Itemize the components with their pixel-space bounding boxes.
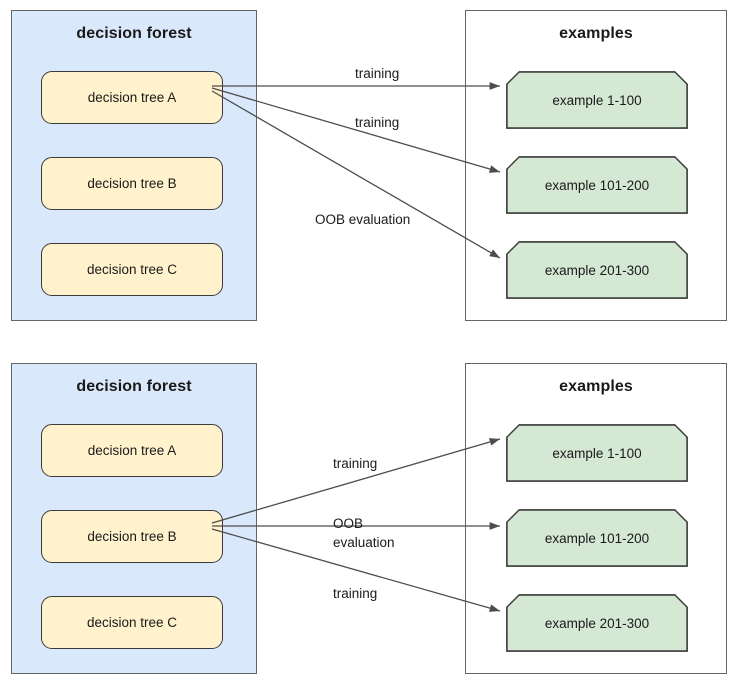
decision-tree-node-b[interactable]: decision tree B	[41, 510, 223, 563]
edge-label-training-1: training	[333, 456, 378, 471]
decision-tree-node-a-label: decision tree A	[87, 443, 177, 458]
edge-label-oob-evaluation: OOB evaluation	[315, 212, 411, 227]
decision-tree-node-a[interactable]: decision tree A	[41, 424, 223, 477]
edge-label-training-2: training	[355, 115, 400, 130]
decision-tree-node-a[interactable]: decision tree A	[41, 71, 223, 124]
examples-panel: examples example 1-100 example 101-200 e…	[465, 10, 727, 321]
edge-label-training-2: training	[333, 586, 378, 601]
arrow-training-to-201-300	[211, 528, 501, 612]
edge-label-oob: OOB	[333, 516, 364, 531]
decision-tree-node-c[interactable]: decision tree C	[41, 243, 223, 296]
arrow-oob-to-201-300	[211, 90, 501, 259]
decision-tree-node-c[interactable]: decision tree C	[41, 596, 223, 649]
diagram-top: decision forest decision tree A decision…	[0, 0, 737, 331]
decision-tree-node-c-label: decision tree C	[86, 262, 178, 277]
decision-tree-node-b-label: decision tree B	[87, 529, 177, 544]
decision-forest-panel: decision forest decision tree A decision…	[11, 10, 257, 321]
arrow-layer-bottom	[211, 438, 501, 612]
diagram-bottom: decision forest decision tree A decision…	[0, 353, 737, 684]
decision-forest-panel: decision forest decision tree A decision…	[11, 363, 257, 674]
edge-label-evaluation: evaluation	[333, 535, 395, 550]
examples-title: examples	[559, 378, 633, 395]
decision-tree-node-b-label: decision tree B	[87, 176, 177, 191]
decision-tree-node-a-label: decision tree A	[87, 90, 177, 105]
decision-forest-title: decision forest	[76, 378, 192, 395]
decision-forest-title: decision forest	[76, 25, 192, 42]
decision-tree-node-b[interactable]: decision tree B	[41, 157, 223, 210]
example-node-101-200[interactable]: example 101-200	[506, 509, 688, 567]
arrow-training-to-101-200	[211, 87, 501, 173]
arrow-training-to-1-100	[211, 438, 501, 524]
edge-label-training-1: training	[355, 66, 400, 81]
decision-tree-node-c-label: decision tree C	[86, 615, 178, 630]
arrow-layer-top	[211, 82, 501, 259]
examples-title: examples	[559, 25, 633, 42]
